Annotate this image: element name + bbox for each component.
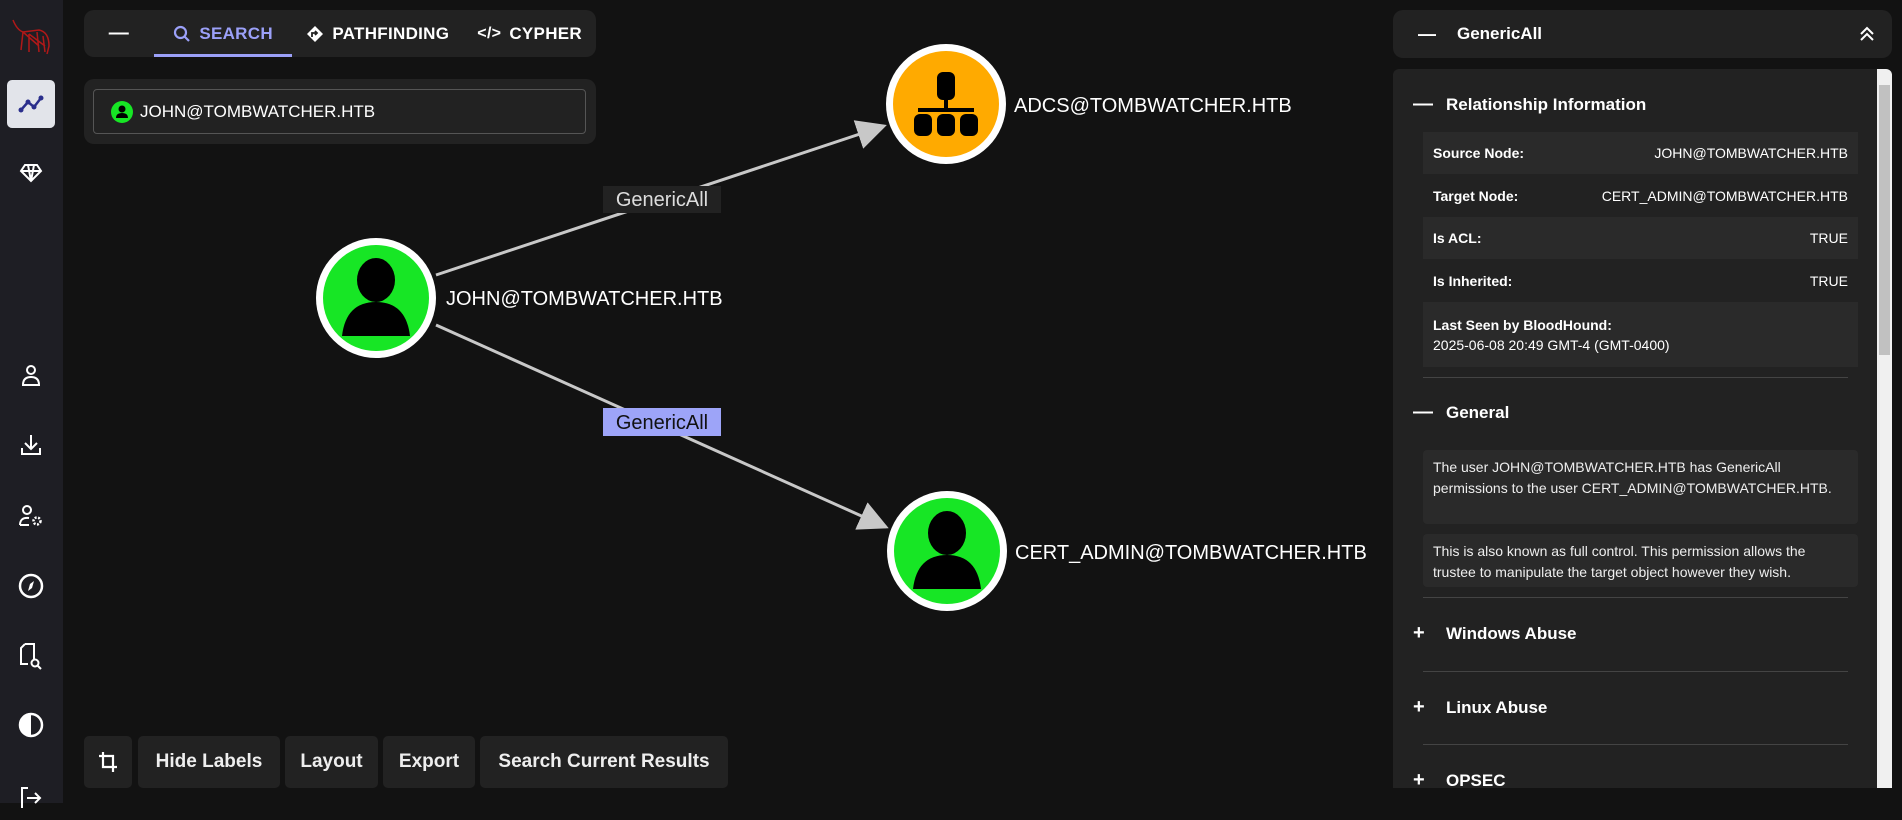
edge-label[interactable]: GenericAll (616, 412, 708, 434)
search-input[interactable]: JOHN@TOMBWATCHER.HTB (93, 89, 586, 134)
file-search-icon[interactable] (7, 632, 55, 680)
section-heading: Relationship Information (1446, 94, 1647, 114)
node-john[interactable] (316, 238, 436, 358)
section-heading: OPSEC (1446, 770, 1506, 789)
user-icon[interactable] (7, 351, 55, 399)
download-icon[interactable] (7, 421, 55, 469)
row-value: JOHN@TOMBWATCHER.HTB (1654, 145, 1848, 161)
general-description: The user JOHN@TOMBWATCHER.HTB has Generi… (1423, 450, 1858, 524)
row-label: Is Inherited: (1433, 272, 1513, 289)
collapse-details-button[interactable]: — (1418, 23, 1436, 44)
row-label: Is ACL: (1433, 230, 1482, 246)
divider (1423, 744, 1848, 745)
row-value: CERT_ADMIN@TOMBWATCHER.HTB (1601, 187, 1848, 204)
row-source-node: Source Node: JOHN@TOMBWATCHER.HTB (1423, 132, 1858, 174)
group-hierarchy-icon (914, 72, 978, 136)
scrollbar[interactable] (1877, 69, 1892, 788)
tab-search[interactable]: SEARCH (153, 10, 293, 57)
search-current-results-button[interactable]: Search Current Results (480, 736, 728, 788)
search-value: JOHN@TOMBWATCHER.HTB (140, 101, 376, 121)
plus-icon: + (1413, 769, 1425, 788)
row-last-seen: Last Seen by BloodHound: 2025-06-08 20:49… (1423, 302, 1858, 367)
hide-labels-button[interactable]: Hide Labels (138, 736, 280, 788)
row-is-inherited: Is Inherited: TRUE (1423, 259, 1858, 302)
user-icon (342, 258, 410, 336)
bloodhound-logo[interactable] (7, 12, 55, 60)
search-panel: JOHN@TOMBWATCHER.HTB (84, 79, 596, 144)
search-icon (174, 25, 191, 42)
tab-pathfinding[interactable]: PATHFINDING (292, 10, 463, 57)
search-tabs: — SEARCH PATHFINDING </> CYPHER (84, 10, 596, 57)
details-panel: — Relationship Information — General + Wind… (1393, 69, 1892, 788)
user-icon (913, 511, 981, 589)
tab-label: PATHFINDING (332, 23, 450, 43)
row-label: Source Node: (1433, 145, 1525, 161)
code-icon: </> (477, 24, 502, 42)
row-label: Target Node: (1433, 187, 1519, 204)
section-heading: General (1446, 402, 1510, 422)
row-is-acl: Is ACL: TRUE (1423, 217, 1858, 259)
graph-canvas[interactable]: JOHN@TOMBWATCHER.HTB ADCS@TOMBWATCHER.HT… (0, 0, 1902, 803)
explore-graph-icon[interactable] (7, 80, 55, 128)
node-label: JOHN@TOMBWATCHER.HTB (446, 288, 723, 310)
compass-icon[interactable] (7, 562, 55, 610)
minus-icon: — (1413, 93, 1433, 115)
edge-label-bg-selected (603, 408, 721, 436)
sidebar (0, 0, 63, 808)
node-label: ADCS@TOMBWATCHER.HTB (1014, 95, 1292, 117)
section-opsec[interactable]: + OPSEC (1413, 769, 1506, 788)
directions-icon (307, 25, 324, 42)
layout-button[interactable]: Layout (285, 736, 378, 788)
section-windows-abuse[interactable]: + Windows Abuse (1413, 622, 1577, 645)
row-value: 2025-06-08 20:49 GMT-4 (GMT-0400) (1433, 336, 1670, 353)
row-value: TRUE (1809, 272, 1848, 289)
row-target-node: Target Node: CERT_ADMIN@TOMBWATCHER.HTB (1423, 174, 1858, 217)
divider (1423, 597, 1848, 598)
edge-label[interactable]: GenericAll (616, 189, 708, 211)
section-heading: Linux Abuse (1446, 697, 1548, 717)
user-node-icon (111, 100, 133, 123)
edge-label-bg (603, 186, 721, 213)
crop-button[interactable] (84, 736, 132, 788)
node-adcs[interactable] (886, 44, 1006, 164)
collapse-button[interactable]: — (108, 22, 130, 44)
dark-mode-icon[interactable] (7, 701, 55, 749)
details-header: — GenericAll (1393, 10, 1892, 58)
row-value: TRUE (1809, 230, 1848, 246)
node-label: CERT_ADMIN@TOMBWATCHER.HTB (1015, 542, 1367, 564)
tab-cypher[interactable]: </> CYPHER (463, 10, 596, 57)
details-title: GenericAll (1457, 24, 1543, 43)
section-relationship-info[interactable]: — Relationship Information (1413, 93, 1646, 116)
section-linux-abuse[interactable]: + Linux Abuse (1413, 696, 1547, 719)
section-general[interactable]: — General (1413, 401, 1509, 424)
general-description: This is also known as full control. This… (1423, 534, 1858, 587)
row-label: Last Seen by BloodHound: (1433, 316, 1612, 333)
divider (1423, 671, 1848, 672)
tab-label: SEARCH (199, 23, 273, 43)
minus-icon: — (1413, 401, 1433, 423)
node-cert-admin[interactable] (887, 491, 1007, 611)
section-heading: Windows Abuse (1446, 623, 1577, 643)
plus-icon: + (1413, 622, 1425, 644)
diamond-icon[interactable] (7, 149, 55, 197)
chevrons-up-icon[interactable] (1859, 26, 1875, 42)
export-button[interactable]: Export (383, 736, 475, 788)
plus-icon: + (1413, 696, 1425, 718)
divider (1423, 377, 1848, 378)
user-settings-icon[interactable] (7, 492, 55, 540)
tab-label: CYPHER (509, 23, 582, 43)
logout-icon[interactable] (7, 772, 55, 820)
crop-icon (99, 752, 117, 772)
